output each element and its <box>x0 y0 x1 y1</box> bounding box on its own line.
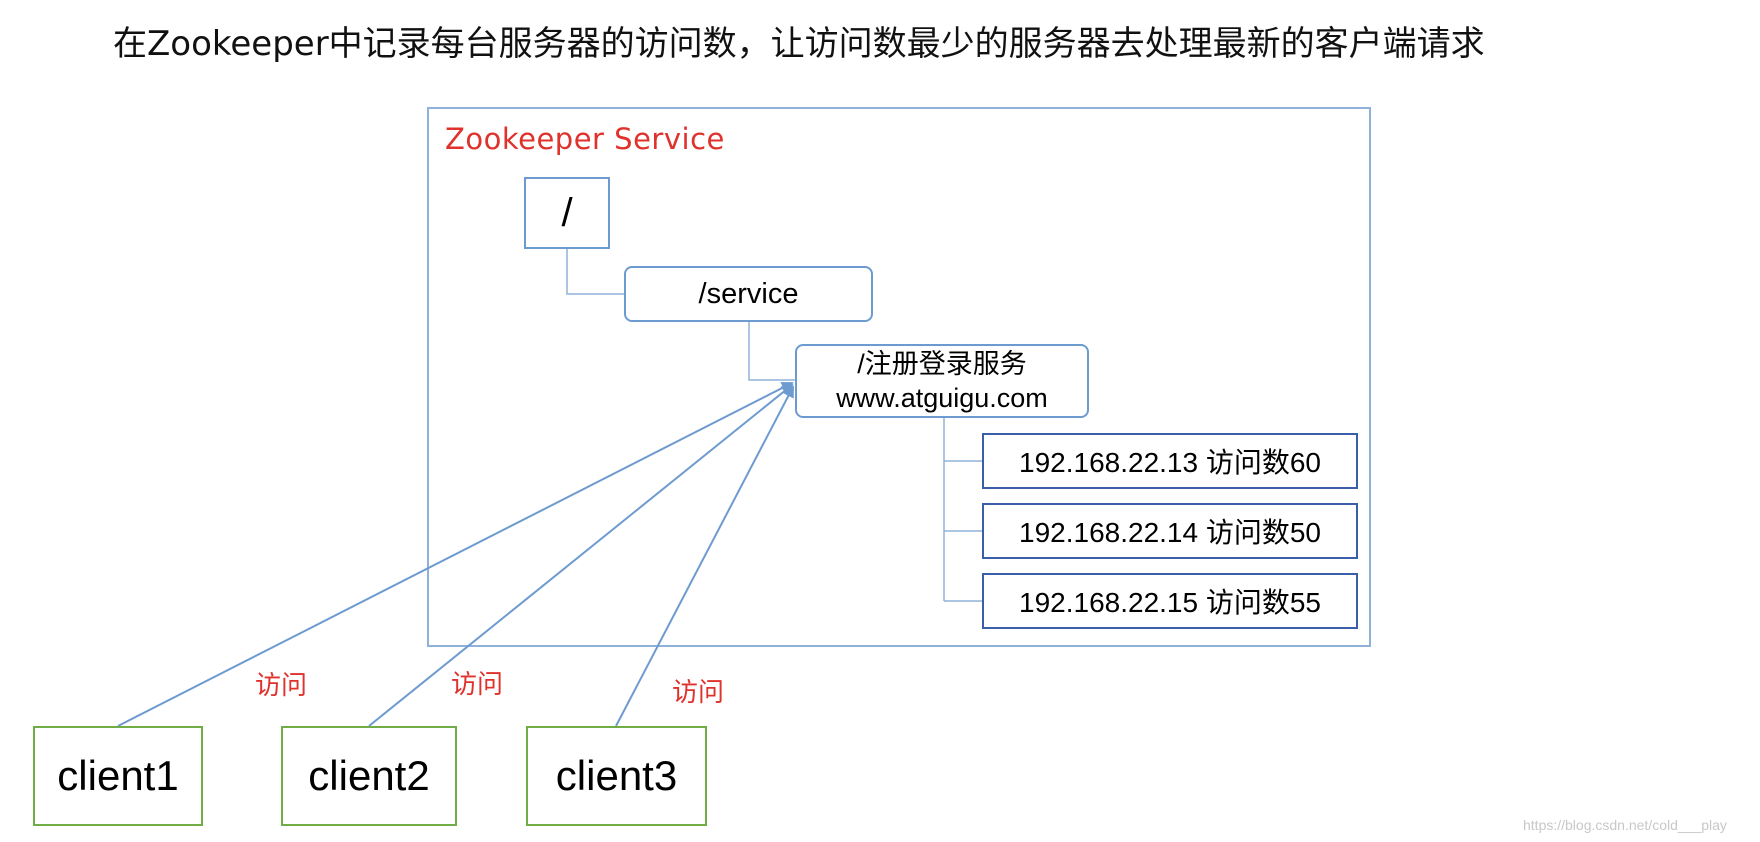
server-node-2: 192.168.22.14 访问数50 <box>982 503 1358 559</box>
arrow-client2-access <box>368 383 794 727</box>
connector-service-to-register <box>748 322 795 381</box>
connector-root-to-service <box>566 249 624 295</box>
znode-service: /service <box>624 266 873 322</box>
znode-register-service: /注册登录服务 www.atguigu.com <box>795 344 1089 418</box>
watermark-text: https://blog.csdn.net/cold___play <box>1523 817 1727 833</box>
server-node-1: 192.168.22.13 访问数60 <box>982 433 1358 489</box>
zookeeper-service-box <box>427 107 1371 647</box>
access-label-client2: 访问 <box>451 670 504 700</box>
register-service-name: /注册登录服务 <box>857 349 1027 379</box>
server-node-3: 192.168.22.15 访问数55 <box>982 573 1358 629</box>
client-node-3: client3 <box>526 726 707 826</box>
access-label-client3: 访问 <box>672 678 725 708</box>
diagram-heading: 在Zookeeper中记录每台服务器的访问数，让访问数最少的服务器去处理最新的客… <box>113 24 1485 64</box>
arrow-client1-access <box>117 382 794 727</box>
zookeeper-service-label: Zookeeper Service <box>445 122 725 156</box>
arrow-client3-access <box>615 385 794 727</box>
client-node-1: client1 <box>33 726 203 826</box>
znode-root: / <box>524 177 610 249</box>
access-label-client1: 访问 <box>255 671 308 701</box>
register-service-domain: www.atguigu.com <box>836 383 1048 413</box>
client-node-2: client2 <box>281 726 457 826</box>
